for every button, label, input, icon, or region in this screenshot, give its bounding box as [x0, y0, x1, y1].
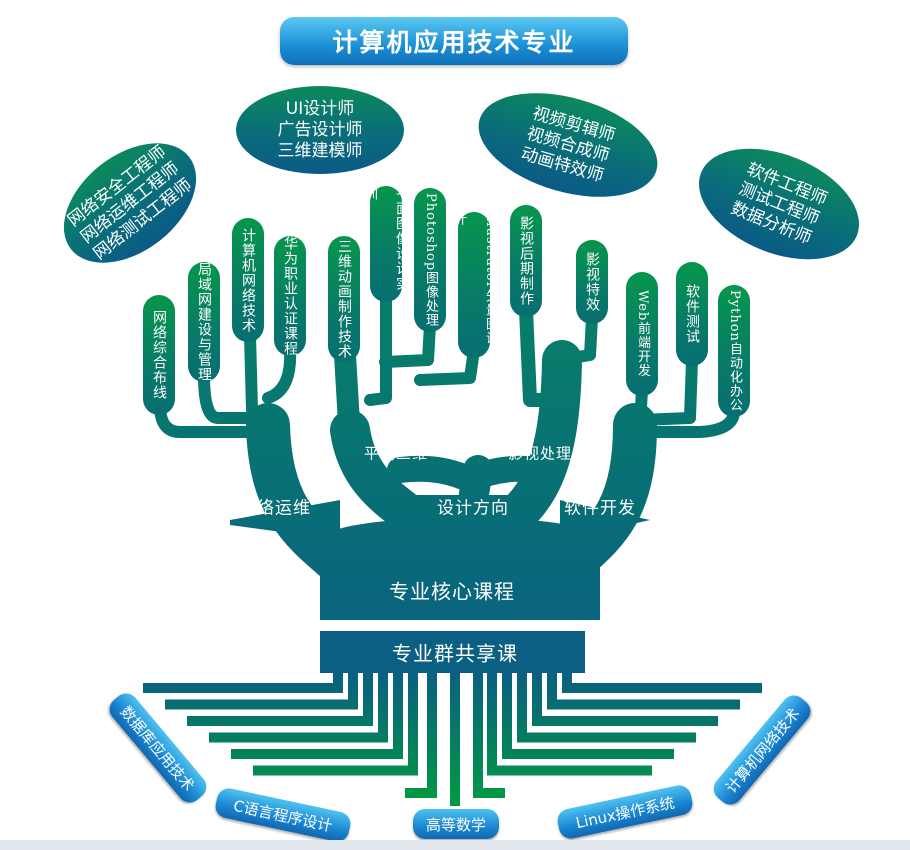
branch-graphic: 平面三维 — [363, 444, 429, 463]
floor-strip — [0, 840, 910, 850]
root-line — [165, 672, 358, 710]
branch-design: 设计方向 — [437, 498, 509, 519]
course-pill: Web前端开发 — [626, 272, 658, 396]
course-pill: 软件测试 — [676, 262, 708, 366]
branch-software: 软件开发 — [564, 498, 636, 519]
root-line — [517, 672, 696, 743]
root-line — [473, 672, 505, 798]
course-pill: 局域网建设与管理 — [188, 262, 220, 382]
root-line — [532, 672, 718, 726]
career: 三维建模师 — [277, 140, 363, 161]
root-line — [547, 672, 740, 710]
branch-video: 影视处理 — [507, 444, 573, 463]
career: 广告设计师 — [277, 119, 363, 140]
shared-courses: 专业群共享课 — [392, 641, 518, 666]
course-pill: Python自动化办公 — [718, 285, 750, 417]
page-title: 计算机应用技术专业 — [280, 17, 628, 65]
trunk — [320, 517, 600, 620]
core-courses: 专业核心课程 — [389, 579, 515, 604]
root-line — [502, 672, 674, 759]
course-pill: 计算机网络技术 — [232, 218, 264, 342]
root-line — [143, 672, 343, 693]
course-pill: Photoshop图像处理 — [414, 188, 446, 332]
career-design: UI设计师广告设计师三维建模师 — [236, 86, 404, 174]
foundation-course: 高等数学 — [413, 809, 499, 839]
course-pill: 网络综合布线 — [143, 295, 175, 415]
branch-network: 网络运维 — [239, 498, 311, 519]
shared-band — [320, 631, 585, 673]
roots — [143, 672, 762, 806]
root-line — [562, 672, 762, 693]
course-pill: 华为职业认证课程 — [274, 236, 306, 356]
root-line — [209, 672, 388, 743]
career: UI设计师 — [285, 98, 355, 119]
root-line — [231, 672, 403, 759]
course-pill: 影视特效 — [576, 240, 608, 324]
course-pill: 影视后期制作 — [510, 205, 542, 317]
root-line — [187, 672, 373, 726]
root-line — [253, 672, 418, 776]
course-pill: illustrator矢量图设计 — [451, 212, 498, 358]
root-line — [487, 672, 652, 776]
course-pill: 三维动画制作技术 — [328, 236, 360, 362]
root-line — [405, 672, 437, 798]
course-pill: 平面图像设计实训 — [362, 186, 410, 302]
